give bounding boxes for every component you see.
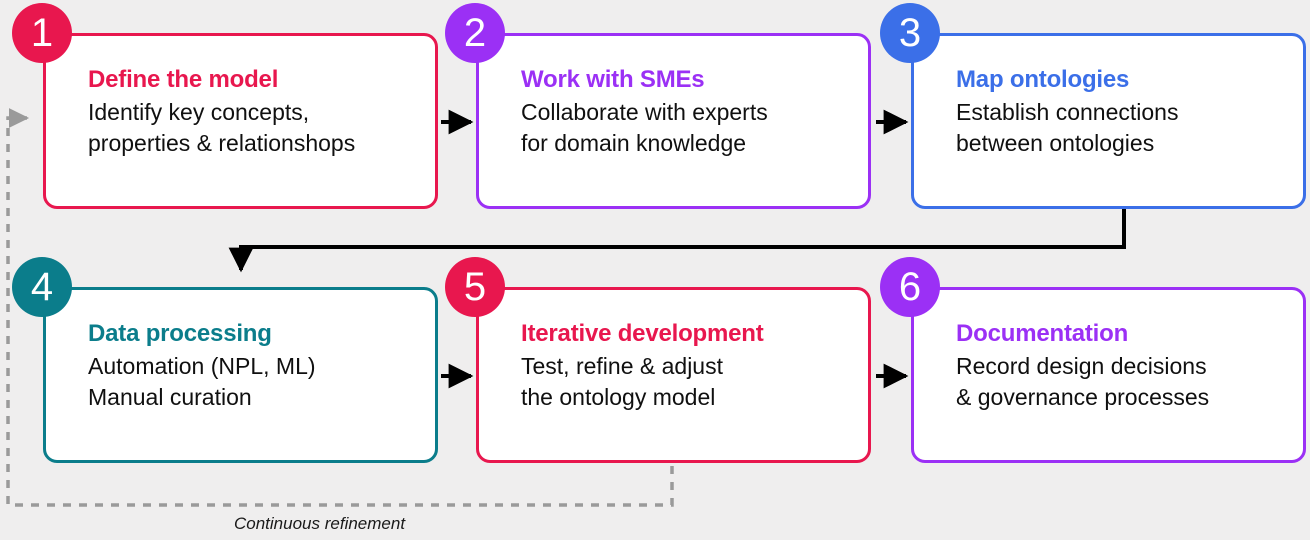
step-1-content: Define the model Identify key concepts, … (46, 36, 435, 158)
step-card-3[interactable]: Map ontologies Establish connections bet… (911, 33, 1306, 209)
step-1-body: Identify key concepts, properties & rela… (88, 99, 356, 156)
step-3-body: Establish connections between ontologies (956, 99, 1179, 156)
step-badge-2: 2 (445, 3, 505, 63)
step-badge-3: 3 (880, 3, 940, 63)
step-badge-4: 4 (12, 257, 72, 317)
step-card-5[interactable]: Iterative development Test, refine & adj… (476, 287, 871, 463)
step-badge-5-number: 5 (463, 265, 487, 309)
step-2-body: Collaborate with experts for domain know… (521, 99, 768, 156)
step-6-title: Documentation (956, 320, 1129, 347)
continuous-refinement-caption: Continuous refinement (234, 514, 406, 533)
step-4-content: Data processing Automation (NPL, ML) Man… (46, 290, 435, 412)
arrow-step3-step4 (228, 209, 1126, 273)
step-badge-1: 1 (12, 3, 72, 63)
step-badge-3-number: 3 (898, 11, 922, 55)
step-2-title: Work with SMEs (521, 66, 705, 93)
step-badge-6: 6 (880, 257, 940, 317)
step-2-content: Work with SMEs Collaborate with experts … (479, 36, 868, 158)
step-5-title: Iterative development (521, 320, 764, 347)
step-4-body: Automation (NPL, ML) Manual curation (88, 353, 316, 410)
step-badge-2-number: 2 (463, 11, 487, 55)
step-5-body: Test, refine & adjust the ontology model (521, 353, 723, 410)
step-card-2[interactable]: Work with SMEs Collaborate with experts … (476, 33, 871, 209)
step-card-6[interactable]: Documentation Record design decisions & … (911, 287, 1306, 463)
step-6-body: Record design decisions & governance pro… (956, 353, 1210, 410)
step-card-1[interactable]: Define the model Identify key concepts, … (43, 33, 438, 209)
step-badge-5: 5 (445, 257, 505, 317)
step-3-content: Map ontologies Establish connections bet… (914, 36, 1303, 158)
step-card-4[interactable]: Data processing Automation (NPL, ML) Man… (43, 287, 438, 463)
step-badge-4-number: 4 (30, 265, 54, 309)
step-1-title: Define the model (88, 66, 279, 93)
step-badge-6-number: 6 (898, 265, 922, 309)
step-6-content: Documentation Record design decisions & … (914, 290, 1303, 412)
step-3-title: Map ontologies (956, 66, 1130, 93)
step-4-title: Data processing (88, 320, 272, 347)
step-5-content: Iterative development Test, refine & adj… (479, 290, 868, 412)
step-badge-1-number: 1 (30, 11, 54, 55)
